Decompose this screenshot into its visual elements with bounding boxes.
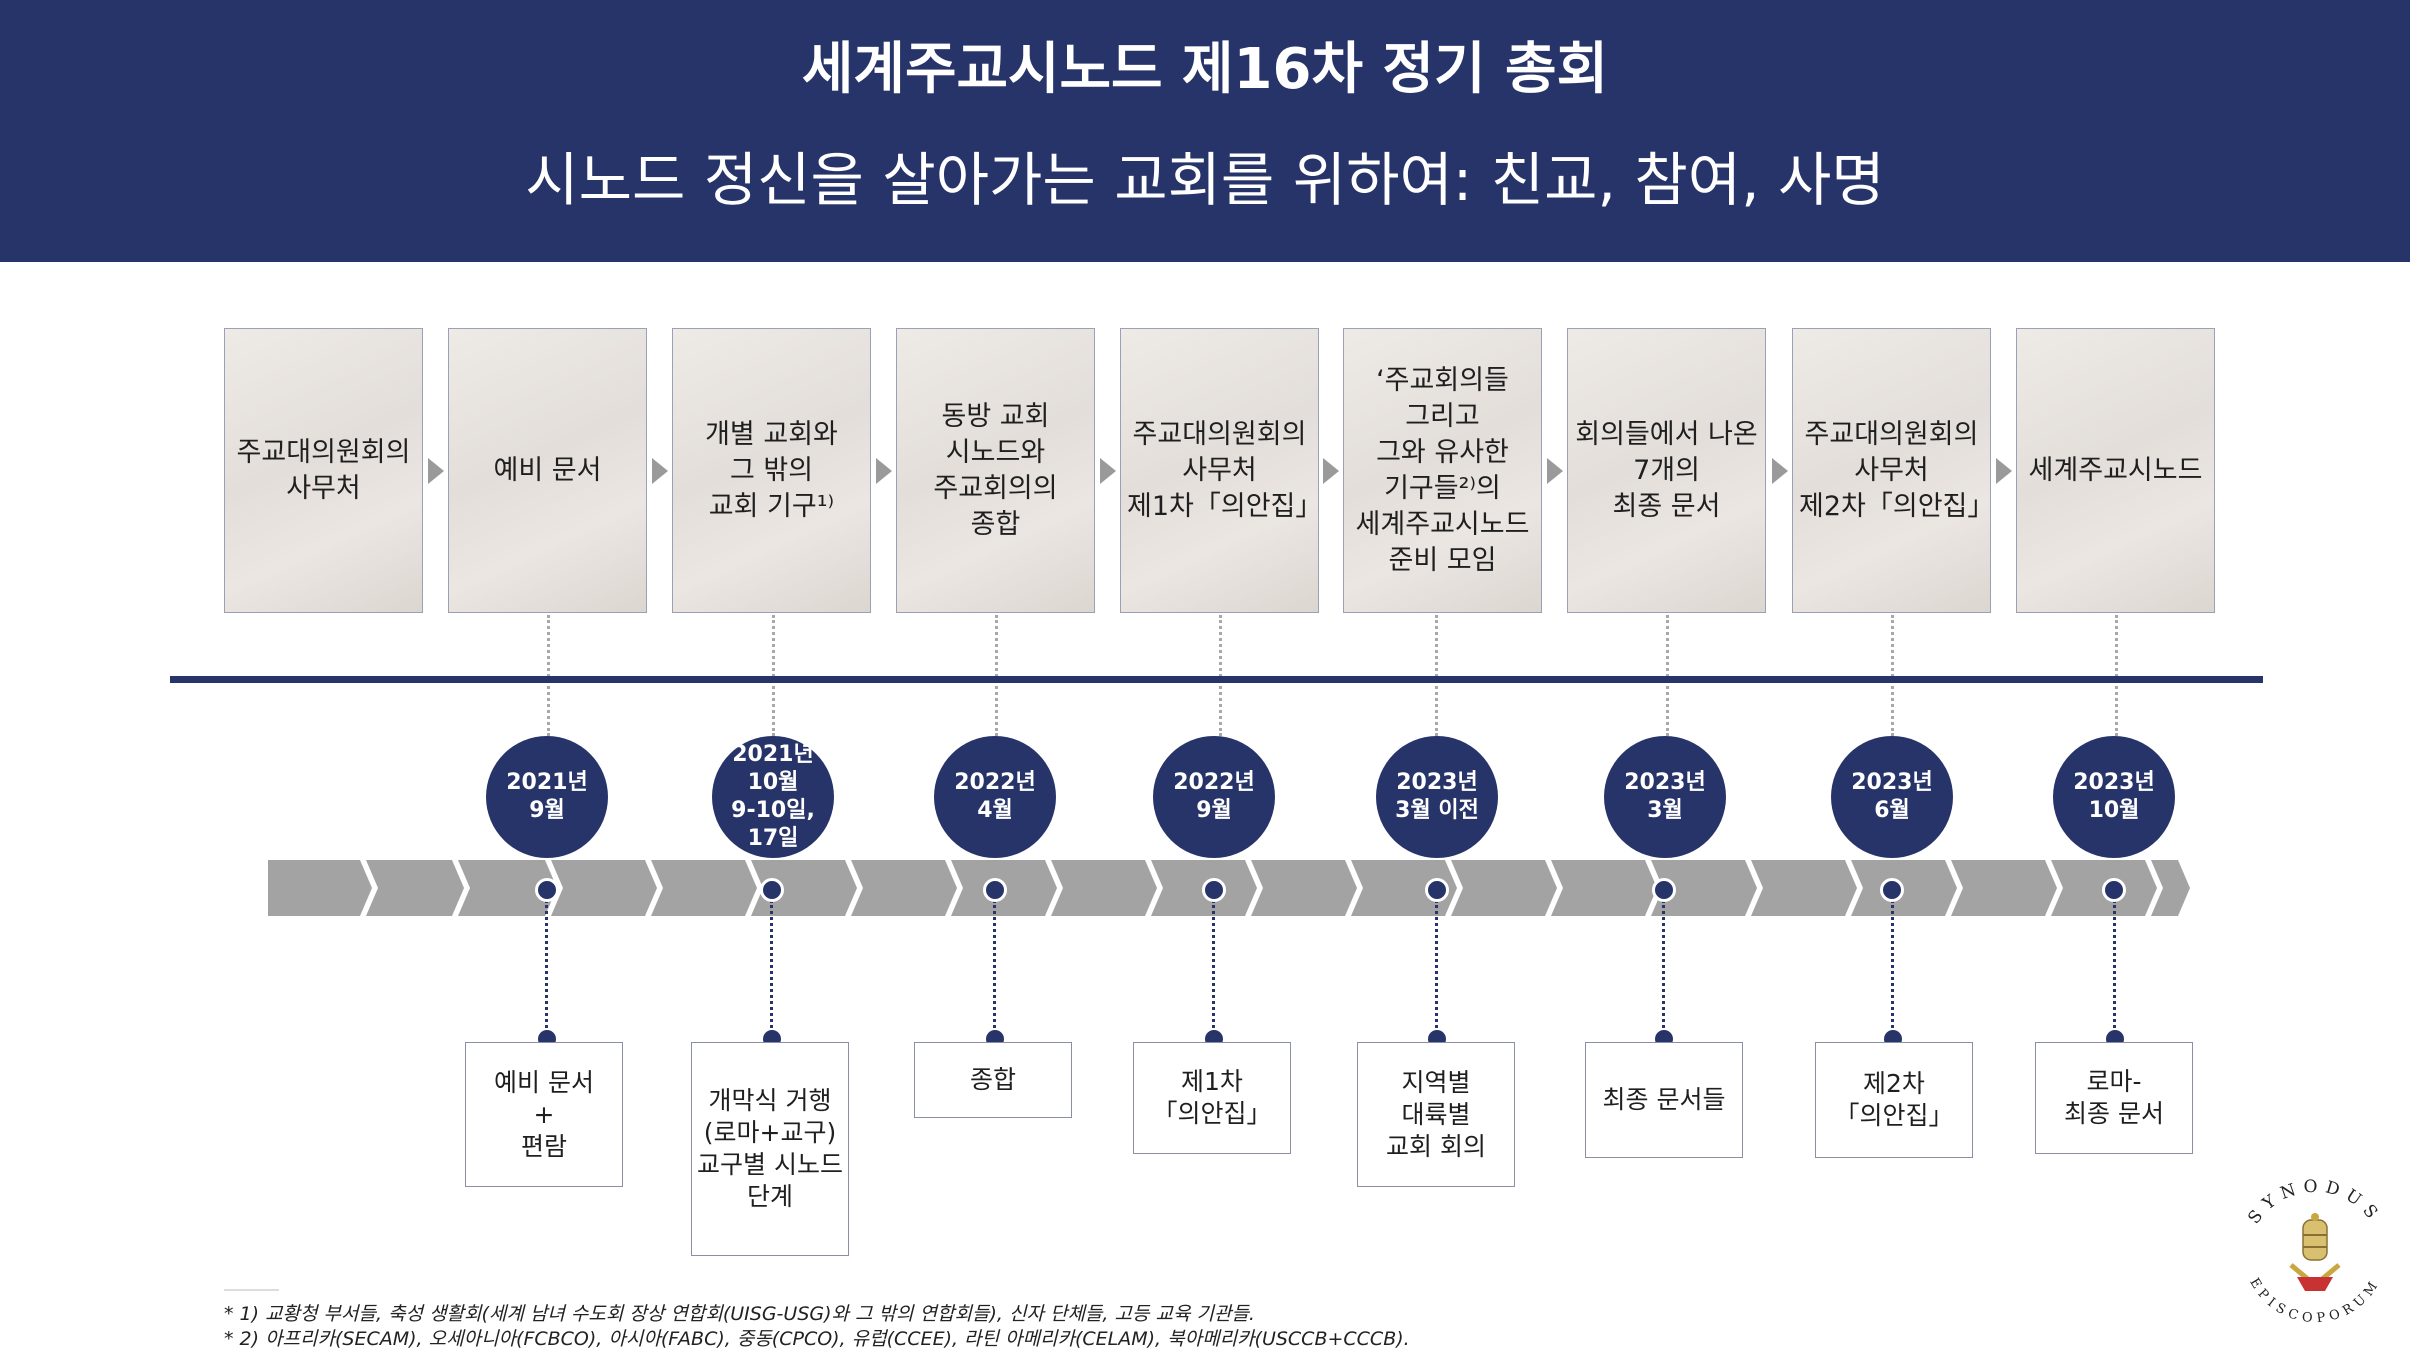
chevron-segment — [1651, 860, 1757, 916]
date-circle-6: 2023년 3월 — [1604, 736, 1726, 858]
outcome-box-8: 로마- 최종 문서 — [2035, 1042, 2193, 1154]
chevron-segment — [366, 860, 464, 916]
connector-line — [1435, 900, 1438, 1040]
timeline-knob — [983, 878, 1007, 902]
outcome-box-3: 종합 — [914, 1042, 1072, 1118]
outcome-box-4: 제1차 「의안집」 — [1133, 1042, 1291, 1154]
arrow-right-icon — [1323, 458, 1339, 484]
chevron-segment — [1351, 860, 1457, 916]
stage-card-2: 예비 문서 — [448, 328, 647, 613]
timeline-knob — [535, 878, 559, 902]
chevron-segment — [2151, 860, 2190, 916]
chevron-segment — [1751, 860, 1857, 916]
timeline-knob — [760, 878, 784, 902]
stage-card-7: 회의들에서 나온 7개의 최종 문서 — [1567, 328, 1766, 613]
arrow-right-icon — [428, 458, 444, 484]
date-circle-8: 2023년 10월 — [2053, 736, 2175, 858]
chevron-segment — [1051, 860, 1157, 916]
outcome-box-5: 지역별 대륙별 교회 회의 — [1357, 1042, 1515, 1187]
timeline-main-line — [170, 676, 2263, 683]
arrow-right-icon — [876, 458, 892, 484]
outcome-box-7: 제2차 「의안집」 — [1815, 1042, 1973, 1158]
stage-card-1: 주교대의원회의 사무처 — [224, 328, 423, 613]
stage-card-3: 개별 교회와 그 밖의 교회 기구¹⁾ — [672, 328, 871, 613]
arrow-right-icon — [1772, 458, 1788, 484]
connector-line — [770, 900, 773, 1040]
connector-line — [1666, 615, 1669, 736]
connector-line — [547, 615, 550, 736]
connector-line — [995, 615, 998, 736]
arrow-right-icon — [1996, 458, 2012, 484]
chevron-segment — [551, 860, 657, 916]
chevron-segment — [1551, 860, 1657, 916]
stage-card-9: 세계주교시노드 — [2016, 328, 2215, 613]
arrow-right-icon — [652, 458, 668, 484]
connector-line — [993, 900, 996, 1040]
chevron-segment — [851, 860, 957, 916]
header-banner: 세계주교시노드 제16차 정기 총회 시노드 정신을 살아가는 교회를 위하여:… — [0, 0, 2410, 262]
connector-line — [1891, 615, 1894, 736]
timeline-knob — [1202, 878, 1226, 902]
date-circle-7: 2023년 6월 — [1831, 736, 1953, 858]
stage-card-4: 동방 교회 시노드와 주교회의의 종합 — [896, 328, 1095, 613]
outcome-box-2: 개막식 거행 (로마+교구) 교구별 시노드 단계 — [691, 1042, 849, 1256]
timeline-knob — [1425, 878, 1449, 902]
timeline-knob — [1880, 878, 1904, 902]
chevron-segment — [268, 860, 372, 916]
arrow-right-icon — [1100, 458, 1116, 484]
connector-line — [2115, 615, 2118, 736]
chevron-segment — [651, 860, 757, 916]
chevron-segment — [751, 860, 857, 916]
timeline-knob — [1652, 878, 1676, 902]
chevron-segment — [1851, 860, 1957, 916]
date-circle-4: 2022년 9월 — [1153, 736, 1275, 858]
date-circle-3: 2022년 4월 — [934, 736, 1056, 858]
outcome-box-6: 최종 문서들 — [1585, 1042, 1743, 1158]
connector-line — [1662, 900, 1665, 1040]
connector-line — [2113, 900, 2116, 1040]
chevron-segment — [1451, 860, 1557, 916]
stage-card-5: 주교대의원회의 사무처 제1차「의안집」 — [1120, 328, 1322, 613]
connector-line — [1219, 615, 1222, 736]
connector-line — [545, 900, 548, 1040]
page-subtitle: 시노드 정신을 살아가는 교회를 위하여: 친교, 참여, 사명 — [525, 146, 1885, 214]
connector-line — [1435, 615, 1438, 736]
outcome-box-1: 예비 문서 + 편람 — [465, 1042, 623, 1187]
date-circle-2: 2021년 10월 9-10일, 17일 — [712, 736, 834, 858]
arrow-right-icon — [1547, 458, 1563, 484]
stage-card-8: 주교대의원회의 사무처 제2차「의안집」 — [1792, 328, 1994, 613]
page-title: 세계주교시노드 제16차 정기 총회 — [801, 37, 1609, 102]
stage-card-6: ‘주교회의들 그리고 그와 유사한 기구들²⁾의 세계주교시노드 준비 모임 — [1343, 328, 1542, 613]
connector-line — [1212, 900, 1215, 1040]
date-circle-5: 2023년 3월 이전 — [1376, 736, 1498, 858]
chevron-segment — [458, 860, 557, 916]
footnote-1: * 1) 교황청 부서들, 축성 생활회(세계 남녀 수도회 장상 연합회(UI… — [224, 1303, 1255, 1325]
date-circle-1: 2021년 9월 — [486, 736, 608, 858]
connector-line — [1891, 900, 1894, 1040]
timeline-knob — [2102, 878, 2126, 902]
synodus-episcoporum-seal-logo: SYNODUS EPISCOPORUM — [2244, 1177, 2378, 1327]
chevron-segment — [1251, 860, 1357, 916]
footnote-rule — [224, 1289, 279, 1291]
footnote-2: * 2) 아프리카(SECAM), 오세아니아(FCBCO), 아시아(FABC… — [224, 1328, 1410, 1350]
chevron-segment — [1951, 860, 2057, 916]
connector-line — [772, 615, 775, 736]
